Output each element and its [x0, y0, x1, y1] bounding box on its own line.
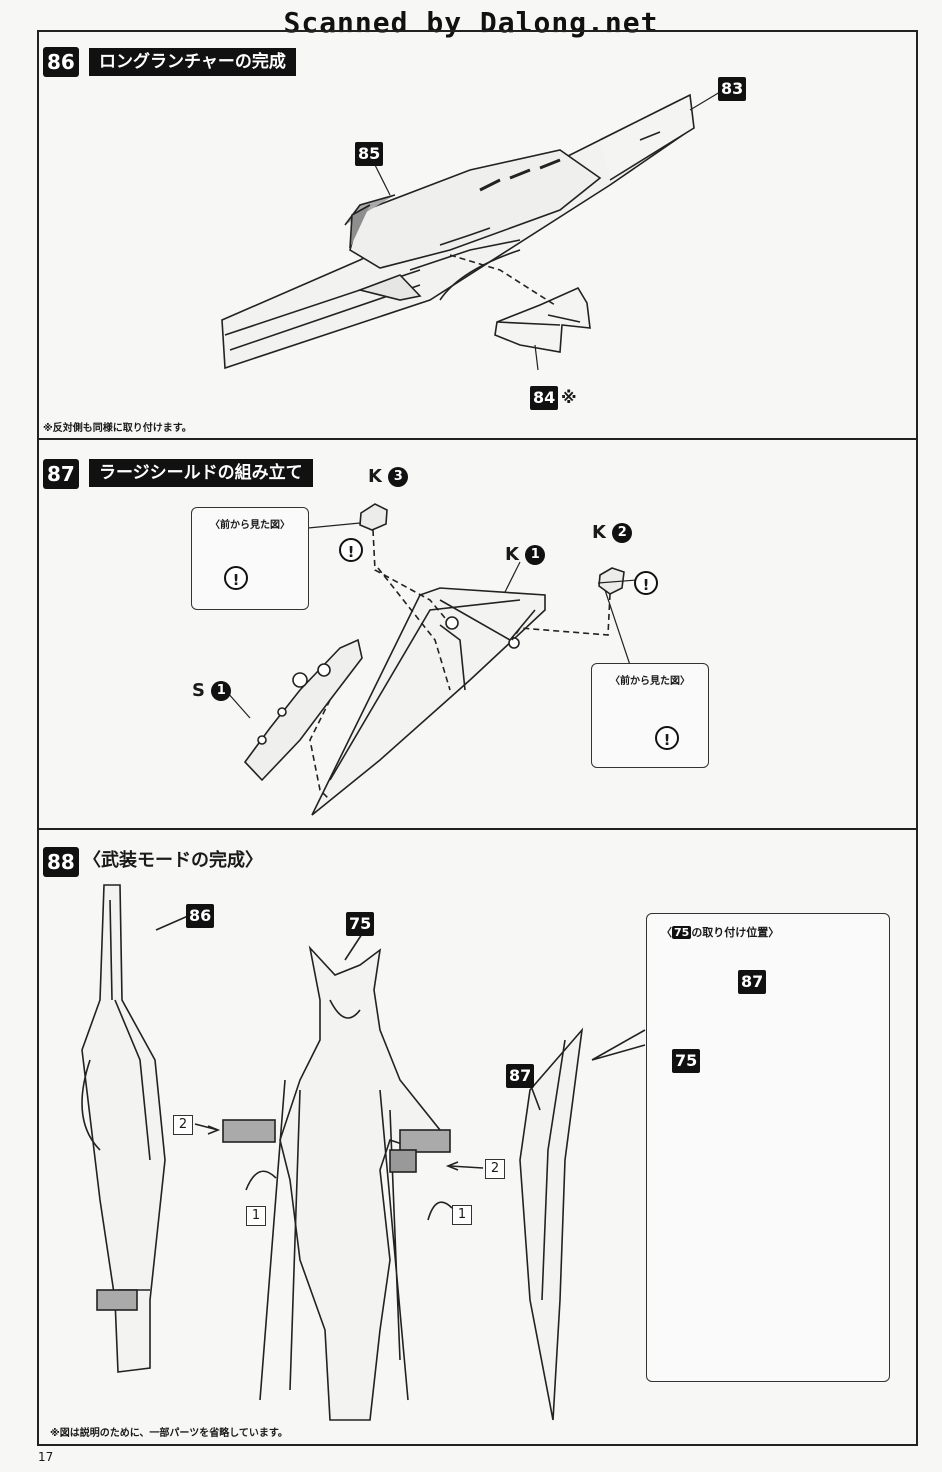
part-tag-83: 83 [718, 77, 747, 101]
warning-icon: ! [634, 571, 658, 595]
step-title: ラージシールドの組み立て [89, 459, 313, 487]
warning-icon: ! [339, 538, 363, 562]
footnote-mark: ※ [561, 388, 577, 407]
callout-title: 〈前から見た図〉 [610, 676, 690, 687]
runner-number: 2 [612, 523, 633, 543]
warning-icon: ! [224, 566, 248, 590]
section-divider [37, 438, 918, 440]
runner-label-k1: K 1 [505, 544, 546, 565]
part-tag-87: 87 [506, 1064, 535, 1088]
order-mark-1: 1 [452, 1205, 472, 1225]
inset-title-prefix: 〈 [661, 926, 672, 939]
step-number: 88 [43, 847, 79, 877]
runner-letter: K [368, 466, 382, 487]
step-note: ※反対側も同様に取り付けます。 [43, 423, 192, 434]
inset-part-tag-87: 87 [738, 970, 767, 994]
runner-number: 1 [211, 681, 232, 701]
runner-label-s1: S 1 [192, 680, 232, 701]
order-mark-2: 2 [485, 1159, 505, 1179]
section-divider [37, 828, 918, 830]
part-tag-86: 86 [186, 904, 215, 928]
part-tag-75: 75 [346, 912, 375, 936]
front-view-callout-right: 〈前から見た図〉 ! [591, 663, 709, 768]
runner-letter: K [592, 522, 606, 543]
runner-label-k2: K 2 [592, 522, 633, 543]
scan-watermark: Scanned by Dalong.net [283, 6, 659, 39]
inset-part-tag-75: 75 [672, 1049, 701, 1073]
warning-icon: ! [655, 726, 679, 750]
step-number: 86 [43, 47, 79, 77]
part-tag-84: 84 [530, 386, 559, 410]
runner-letter: K [505, 544, 519, 565]
page-frame [37, 30, 918, 1446]
order-mark-2: 2 [173, 1115, 193, 1135]
runner-number: 1 [525, 545, 546, 565]
step-note: ※図は説明のために、一部パーツを省略しています。 [50, 1428, 288, 1439]
order-mark-1: 1 [246, 1206, 266, 1226]
runner-letter: S [192, 680, 205, 701]
step-number: 87 [43, 459, 79, 489]
step-title: 〈武装モードの完成〉 [83, 850, 263, 871]
inset-title-suffix: の取り付け位置〉 [691, 926, 780, 939]
step-title: ロングランチャーの完成 [89, 48, 296, 76]
part-tag-85: 85 [355, 142, 384, 166]
front-view-callout-left: 〈前から見た図〉 ! [191, 507, 309, 610]
inset-title-tag: 75 [672, 926, 692, 939]
callout-title: 〈前から見た図〉 [210, 520, 290, 531]
runner-label-k3: K 3 [368, 466, 409, 487]
page-number: 17 [38, 1450, 54, 1464]
runner-number: 3 [388, 467, 409, 487]
